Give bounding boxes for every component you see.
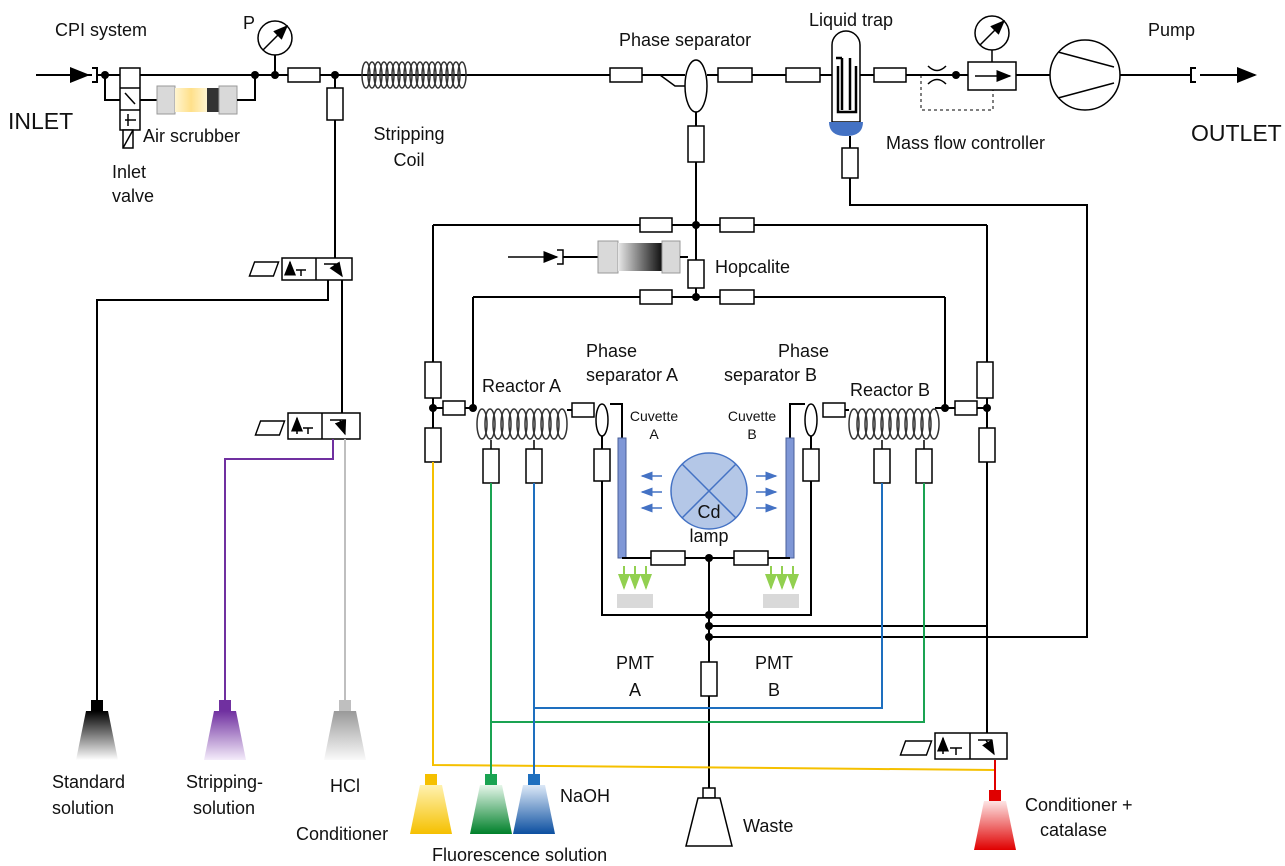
cd-lamp — [670, 452, 748, 530]
cuvette-a-label-1: Cuvette — [629, 408, 679, 424]
cuvette-b-label-1: Cuvette — [727, 408, 777, 424]
standard-solution-label-2: solution — [52, 798, 115, 818]
pmt-b-label-2: B — [767, 680, 780, 700]
air-scrubber-label: Air scrubber — [143, 126, 241, 146]
phase-separator-a-label-2: separator A — [586, 365, 679, 385]
phase-separator-b-label-2: separator B — [724, 365, 818, 385]
outlet-label: OUTLET — [1191, 120, 1282, 146]
pmt-b — [763, 594, 799, 608]
pressure-gauge — [257, 20, 293, 56]
fluorescence-solution-label: Fluorescence solution — [432, 845, 608, 865]
waste-bottle — [685, 787, 733, 847]
stripping-solution-bottle — [204, 700, 246, 760]
standard-solution-label-1: Standard — [52, 772, 126, 792]
liquid-trap — [829, 30, 863, 136]
pmt-b-label-1: PMT — [755, 653, 793, 673]
valve-catalase — [899, 732, 1008, 760]
stripping-coil-label-2: Coil — [393, 150, 425, 170]
naoh-label: NaOH — [560, 786, 611, 806]
standard-solution-bottle — [76, 700, 118, 760]
pmt-a-label-1: PMT — [616, 653, 654, 673]
stripping-solution-label-2: solution — [193, 798, 256, 818]
waste-label: Waste — [743, 816, 794, 836]
hcl-bottle — [324, 700, 366, 760]
inlet-valve-label-1: Inlet — [112, 162, 147, 182]
inlet-valve — [119, 67, 141, 149]
reactor-a-coil — [476, 408, 568, 440]
hcl-label: HCl — [330, 776, 360, 796]
reactor-b-coil — [848, 408, 940, 440]
mass-flow-controller — [967, 15, 1017, 91]
conditioner-catalase-label-2: catalase — [1040, 820, 1108, 840]
pressure-label: P — [243, 13, 256, 33]
cpi-system-label: CPI system — [55, 20, 148, 40]
pmt-a-label-2: A — [628, 680, 641, 700]
conditioner-label: Conditioner — [296, 824, 389, 844]
phase-separator-a — [595, 403, 609, 437]
cuvette-b — [785, 437, 795, 559]
stripping-coil — [361, 61, 467, 89]
phase-separator-b-label-1: Phase — [778, 341, 830, 361]
air-scrubber — [156, 85, 238, 115]
main-gas-line — [36, 67, 1257, 83]
naoh-bottle — [513, 774, 555, 834]
reactor-b-label: Reactor B — [850, 380, 931, 400]
phase-separator — [684, 59, 708, 113]
liquid-trap-label: Liquid trap — [809, 10, 894, 30]
stripping-solution-label-1: Stripping- — [186, 772, 264, 792]
valve-standard — [248, 257, 353, 281]
inlet-label: INLET — [8, 108, 74, 134]
pmt-a — [617, 594, 653, 608]
conditioner-catalase-bottle — [974, 790, 1016, 850]
phase-separator-label: Phase separator — [619, 30, 752, 50]
hopcalite-label: Hopcalite — [715, 257, 791, 277]
valve-stripping — [254, 412, 361, 440]
cuvette-b-label-2: B — [747, 426, 757, 442]
mass-flow-controller-label: Mass flow controller — [886, 133, 1046, 153]
cd-lamp-label-2: lamp — [689, 526, 729, 546]
fluorescence-bottle — [470, 774, 512, 834]
pump — [1049, 39, 1121, 111]
phase-separator-a-label-1: Phase — [586, 341, 638, 361]
pump-label: Pump — [1148, 20, 1196, 40]
cuvette-a — [617, 437, 627, 559]
cuvette-a-label-2: A — [649, 426, 659, 442]
conditioner-bottle — [410, 774, 452, 834]
stripping-coil-label-1: Stripping — [373, 124, 445, 144]
phase-separator-b — [804, 403, 818, 437]
cd-lamp-label-1: Cd — [697, 502, 721, 522]
hopcalite-scrubber — [597, 240, 681, 274]
conditioner-catalase-label-1: Conditioner + — [1025, 795, 1133, 815]
inlet-valve-label-2: valve — [112, 186, 155, 206]
reactor-a-label: Reactor A — [482, 376, 562, 396]
